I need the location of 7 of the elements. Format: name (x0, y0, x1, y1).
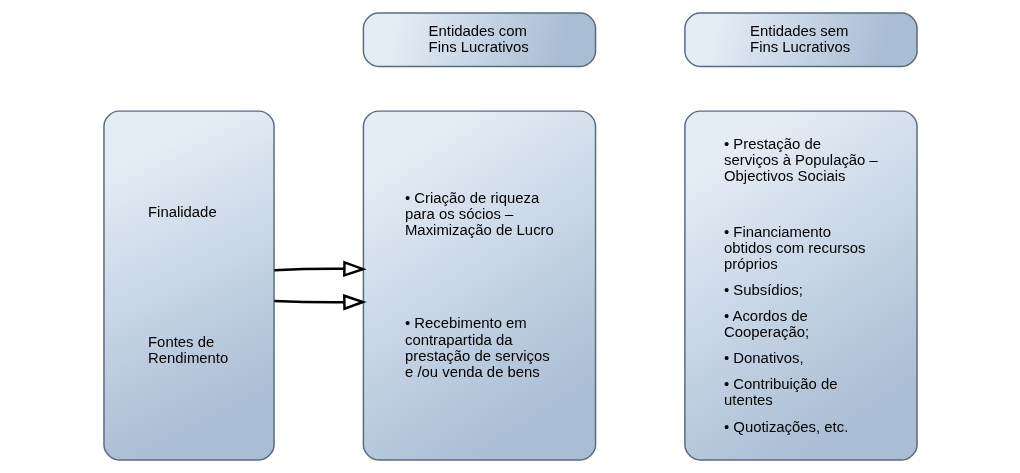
arrow (273, 294, 367, 311)
node-box: Entidades sem Fins Lucrativos (683, 12, 918, 68)
node-box: • Criação de riqueza para os sócios – Maximização de Lucro • Recebimento em contrapartida da prestação de serviços e /ou venda de bens (362, 110, 596, 461)
node-box: • Prestação de serviços à População – Objectivos Sociais • Financiamento obtidos com recursos próprios • Subsídios; • Acordos de Cooperação; • Donativos, • Contribuição de utentes • Quotizações, etc. (683, 110, 918, 461)
node-box: Entidades com Fins Lucrativos (362, 12, 596, 68)
node-box: Finalidade Fontes de Rendimento (102, 110, 275, 461)
arrow (273, 260, 367, 278)
